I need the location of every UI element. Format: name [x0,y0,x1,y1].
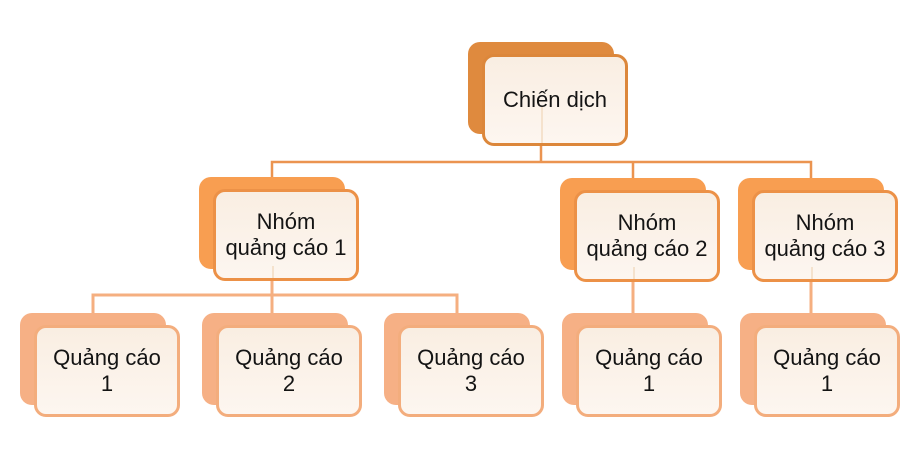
node-label: Quảng cáo [53,345,161,370]
node-label: Nhóm [256,209,316,234]
connector-group1-to-ads [91,281,459,313]
node-label: quảng cáo 1 [225,235,347,260]
node-label: 1 [820,371,834,396]
node-ad-group-3: Nhóm quảng cáo 3 [738,178,898,282]
node-ad-group-1: Nhóm quảng cáo 1 [199,177,359,281]
node-label: Nhóm [795,210,855,235]
node-label: 3 [464,371,478,396]
connector-campaign-to-groups [270,146,813,178]
node-ad-group-2: Nhóm quảng cáo 2 [560,178,720,282]
connector-stub [541,107,543,143]
node-label: quảng cáo 3 [764,236,886,261]
node-ad-2-1: Quảng cáo 1 [562,313,722,417]
node-label: quảng cáo 2 [586,236,708,261]
node-label: Quảng cáo [595,345,703,370]
connector-stub [633,267,635,279]
node-label: Quảng cáo [773,345,881,370]
connector-group2-group3-to-ads [631,282,813,313]
node-box: Nhóm quảng cáo 2 [574,190,720,282]
node-box: Quảng cáo 3 [398,325,544,417]
node-ad-1-1: Quảng cáo 1 [20,313,180,417]
node-ad-1-3: Quảng cáo 3 [384,313,544,417]
node-label: Quảng cáo [235,345,343,370]
node-label: 1 [642,371,656,396]
node-label: Quảng cáo [417,345,525,370]
node-label: Chiến dịch [503,87,607,112]
node-box: Quảng cáo 1 [754,325,900,417]
node-label: Nhóm [617,210,677,235]
node-box: Chiến dịch [482,54,628,146]
node-box: Nhóm quảng cáo 1 [213,189,359,281]
node-label: 1 [100,371,114,396]
node-ad-3-1: Quảng cáo 1 [740,313,900,417]
node-label: 2 [282,371,296,396]
connector-stub [272,266,274,278]
node-box: Quảng cáo 1 [576,325,722,417]
node-box: Nhóm quảng cáo 3 [752,190,898,282]
node-campaign: Chiến dịch [468,42,628,146]
node-ad-1-2: Quảng cáo 2 [202,313,362,417]
connector-stub [811,267,813,279]
node-box: Quảng cáo 2 [216,325,362,417]
node-box: Quảng cáo 1 [34,325,180,417]
